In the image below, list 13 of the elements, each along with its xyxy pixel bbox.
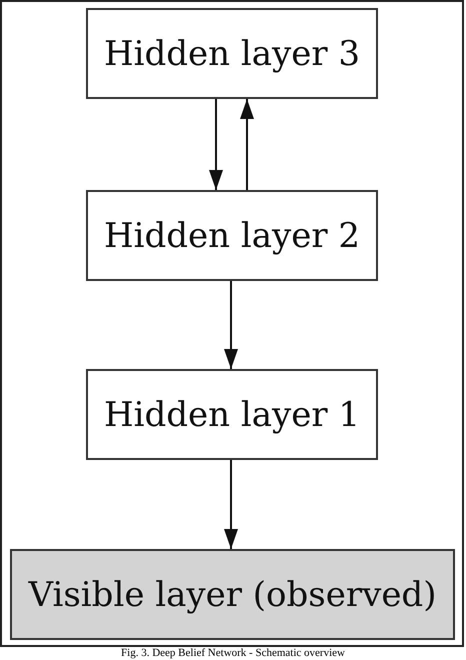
- layer-label: Visible layer (observed): [28, 574, 436, 614]
- layer-box: [10, 549, 455, 640]
- layer-box: [86, 8, 378, 99]
- layer-label: Hidden layer 3: [104, 34, 360, 74]
- figure-caption: Fig. 3. Deep Belief Network - Schematic overview: [121, 647, 345, 660]
- arrow: [240, 99, 254, 190]
- layer-label: Hidden layer 2: [104, 216, 360, 256]
- layer-box: [86, 190, 378, 281]
- layer-label: Hidden layer 1: [104, 394, 360, 434]
- arrow: [224, 460, 238, 549]
- layer-box: [86, 369, 378, 460]
- arrow: [224, 281, 238, 369]
- arrow: [209, 99, 223, 190]
